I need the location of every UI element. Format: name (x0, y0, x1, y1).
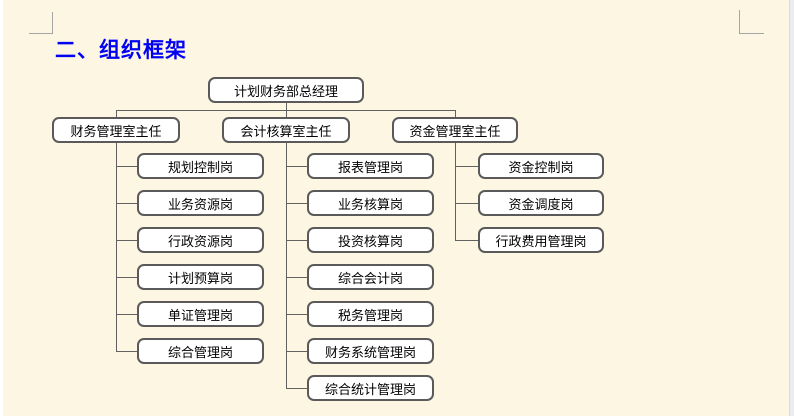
connector-line (286, 110, 287, 118)
connector-line (286, 240, 307, 241)
window-left-edge (0, 0, 3, 416)
connector-line (455, 240, 478, 241)
connector-line (116, 143, 117, 351)
connector-line (455, 110, 456, 118)
org-node-branch-accounting[interactable]: 会计核算室主任 (222, 117, 350, 143)
connector-line (286, 166, 307, 167)
org-node[interactable]: 财务系统管理岗 (307, 338, 434, 364)
connector-line (116, 240, 137, 241)
connector-line (116, 351, 137, 352)
org-node[interactable]: 规划控制岗 (137, 153, 264, 179)
org-node[interactable]: 综合会计岗 (307, 264, 434, 290)
org-node[interactable]: 业务核算岗 (307, 190, 434, 216)
text-boundary-mark-tl-horizontal (29, 33, 53, 34)
org-node[interactable]: 综合统计管理岗 (307, 375, 434, 401)
connector-line (286, 277, 307, 278)
org-node[interactable]: 税务管理岗 (307, 301, 434, 327)
connector-line (455, 203, 478, 204)
text-boundary-mark-tl-vertical (52, 12, 53, 33)
text-boundary-mark-tr-horizontal (739, 33, 764, 34)
org-node-branch-finance-management[interactable]: 财务管理室主任 (52, 117, 180, 143)
connector-line (286, 203, 307, 204)
org-node[interactable]: 资金控制岗 (478, 153, 604, 179)
text-boundary-mark-tr-vertical (739, 10, 740, 33)
connector-line (286, 314, 307, 315)
scrollbar-edge-strip[interactable] (789, 0, 794, 416)
connector-line (286, 351, 307, 352)
org-node[interactable]: 行政费用管理岗 (478, 227, 604, 253)
section-heading: 二、组织框架 (55, 39, 187, 62)
connector-line (286, 388, 307, 389)
org-node[interactable]: 报表管理岗 (307, 153, 434, 179)
org-node-root[interactable]: 计划财务部总经理 (208, 77, 364, 103)
org-node[interactable]: 资金调度岗 (478, 190, 604, 216)
connector-line (455, 143, 456, 240)
connector-line (286, 103, 287, 111)
connector-line (116, 314, 137, 315)
org-node-branch-fund-management[interactable]: 资金管理室主任 (392, 117, 518, 143)
connector-line (116, 110, 117, 118)
org-node[interactable]: 投资核算岗 (307, 227, 434, 253)
connector-line (286, 143, 287, 388)
connector-line (116, 203, 137, 204)
org-node[interactable]: 业务资源岗 (137, 190, 264, 216)
org-node[interactable]: 单证管理岗 (137, 301, 264, 327)
org-node[interactable]: 计划预算岗 (137, 264, 264, 290)
org-node[interactable]: 行政资源岗 (137, 227, 264, 253)
connector-line (455, 166, 478, 167)
connector-line (116, 166, 137, 167)
connector-line (116, 277, 137, 278)
org-node[interactable]: 综合管理岗 (137, 338, 264, 364)
